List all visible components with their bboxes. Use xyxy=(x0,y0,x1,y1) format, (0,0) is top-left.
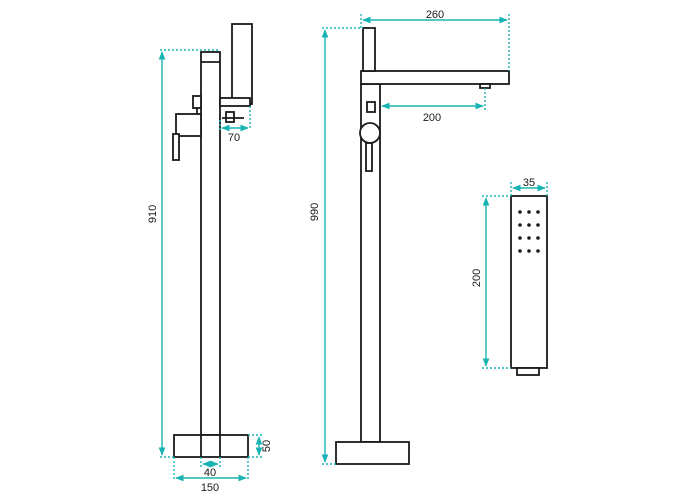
side-spout xyxy=(360,70,510,85)
front-150-label: 150 xyxy=(201,482,219,494)
front-50-label: 50 xyxy=(261,440,273,452)
front-40-label: 40 xyxy=(204,467,216,479)
nozzle-dot xyxy=(527,236,531,240)
front-hose-connector xyxy=(225,111,235,123)
nozzle-dot xyxy=(527,210,531,214)
nozzle-dot xyxy=(518,210,522,214)
front-pipe xyxy=(200,51,221,436)
detail-35-label: 35 xyxy=(523,177,535,189)
side-200-label: 200 xyxy=(423,112,441,124)
nozzle-dot xyxy=(536,223,540,227)
side-view: 260 200 990 xyxy=(309,9,510,465)
front-70-label: 70 xyxy=(228,132,240,144)
side-mixer-knob xyxy=(359,122,381,144)
side-260-label: 260 xyxy=(426,9,444,21)
nozzle-dot xyxy=(518,223,522,227)
nozzle-dot xyxy=(536,236,540,240)
nozzle-dot xyxy=(536,210,540,214)
detail-200-label: 200 xyxy=(471,269,483,287)
front-view: 910 70 50 40 150 xyxy=(147,23,273,494)
detail-handshower-connector xyxy=(516,367,540,376)
spray-nozzles xyxy=(518,210,540,253)
front-lever-handle xyxy=(172,133,180,161)
front-mixer-body xyxy=(175,113,202,137)
side-990-label: 990 xyxy=(309,203,321,221)
nozzle-dot xyxy=(527,223,531,227)
front-handshower-holder xyxy=(219,97,251,107)
side-lever-handle xyxy=(365,142,373,172)
nozzle-dot xyxy=(518,249,522,253)
front-handshower xyxy=(231,23,253,105)
front-910-label: 910 xyxy=(147,205,159,223)
side-diverter xyxy=(366,101,376,113)
front-diverter xyxy=(192,95,202,109)
side-base xyxy=(335,441,410,465)
side-spout-outlet xyxy=(479,83,491,89)
side-handshower xyxy=(362,27,376,72)
nozzle-dot xyxy=(536,249,540,253)
detail-handshower-body xyxy=(510,195,548,369)
handshower-detail: 35 200 xyxy=(471,177,548,376)
nozzle-dot xyxy=(518,236,522,240)
nozzle-dot xyxy=(527,249,531,253)
front-base xyxy=(173,434,249,458)
